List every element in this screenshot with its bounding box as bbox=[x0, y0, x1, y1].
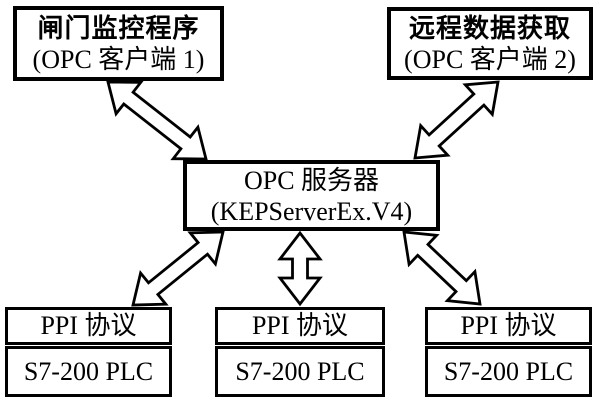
node-s7-200-plc-3: S7-200 PLC bbox=[425, 346, 592, 397]
ppi-protocol-label: PPI 协议 bbox=[251, 311, 349, 340]
server-title: OPC 服务器 bbox=[243, 165, 380, 195]
double-arrow-opc-server-plc-3 bbox=[402, 230, 482, 306]
node-s7-200-plc-1: S7-200 PLC bbox=[5, 346, 172, 397]
node-opc-server: OPC 服务器 (KEPServerEx.V4) bbox=[183, 160, 440, 231]
server-subtitle: (KEPServerEx.V4) bbox=[210, 196, 413, 226]
double-arrow-opc-client-2-opc-server bbox=[413, 80, 500, 160]
plc-device-label: S7-200 PLC bbox=[23, 356, 154, 386]
double-arrow-opc-server-plc-2 bbox=[277, 230, 323, 307]
plc-device-label: S7-200 PLC bbox=[235, 356, 365, 386]
node-opc-client-1: 闸门监控程序 (OPC 客户端 1) bbox=[13, 6, 224, 81]
client2-title: 远程数据获取 bbox=[408, 13, 571, 43]
ppi-protocol-label: PPI 协议 bbox=[40, 311, 137, 340]
client1-subtitle: (OPC 客户端 1) bbox=[32, 44, 205, 74]
client2-subtitle: (OPC 客户端 2) bbox=[404, 44, 576, 74]
node-ppi-protocol-2: PPI 协议 bbox=[215, 307, 385, 345]
client1-title: 闸门监控程序 bbox=[37, 13, 200, 43]
node-ppi-protocol-3: PPI 协议 bbox=[425, 307, 592, 345]
ppi-protocol-label: PPI 协议 bbox=[460, 311, 557, 340]
double-arrow-opc-server-plc-1 bbox=[131, 230, 225, 307]
node-ppi-protocol-1: PPI 协议 bbox=[5, 307, 172, 345]
plc-device-label: S7-200 PLC bbox=[443, 356, 574, 386]
node-s7-200-plc-2: S7-200 PLC bbox=[215, 346, 385, 397]
double-arrow-opc-client-1-opc-server bbox=[106, 80, 208, 161]
node-opc-client-2: 远程数据获取 (OPC 客户端 2) bbox=[387, 7, 593, 80]
